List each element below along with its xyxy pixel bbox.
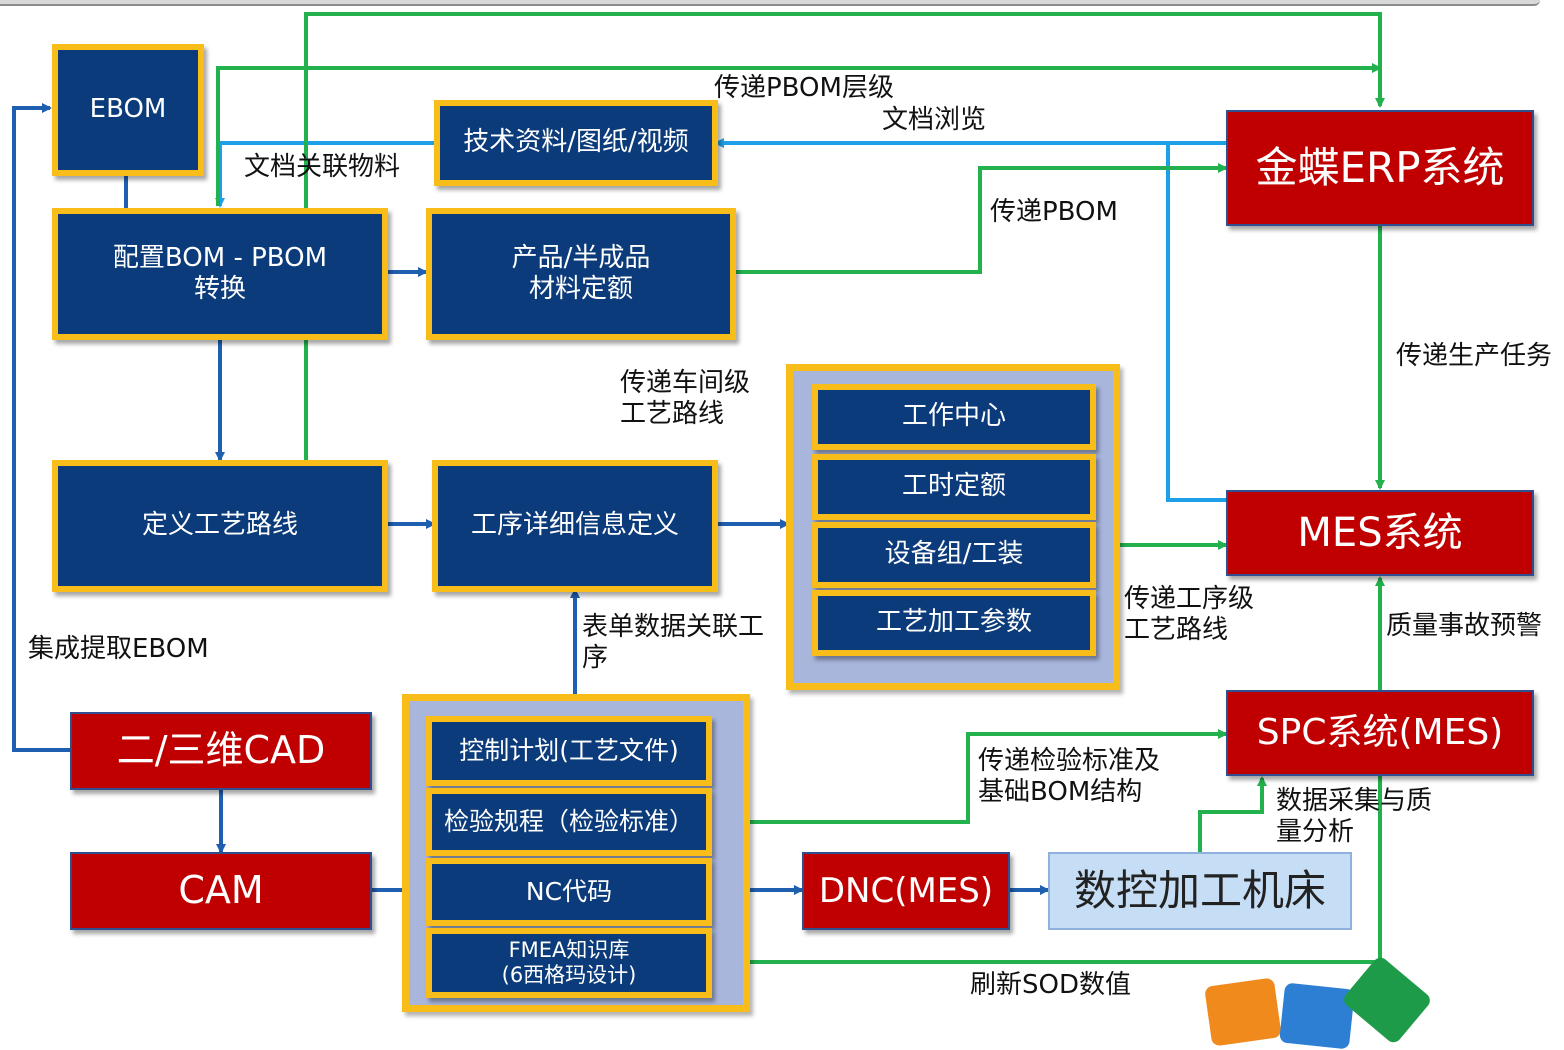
- arrow-quota-to-erp: [734, 163, 1228, 274]
- labor-hours-box: 工时定额: [812, 454, 1096, 520]
- label-form-link: 表单数据关联工 序: [582, 612, 765, 673]
- inspection-box: 检验规程（检验标准）: [426, 788, 712, 856]
- label-process-route: 传递工序级 工艺路线: [1124, 584, 1255, 645]
- arrow-machine-to-spc: [1198, 776, 1267, 852]
- label-integrate-ebom: 集成提取EBOM: [28, 634, 209, 664]
- cnc-machine-box: 数控加工机床: [1048, 852, 1352, 930]
- label-doc-browse: 文档浏览: [882, 105, 987, 135]
- line-docs-to-mes: [1166, 143, 1228, 502]
- process-params-box: 工艺加工参数: [812, 590, 1096, 656]
- label-prod-task: 传递生产任务: [1396, 341, 1553, 371]
- label-inspection-std: 传递检验标准及 基础BOM结构: [978, 746, 1161, 807]
- label-send-pbom: 传递PBOM: [990, 197, 1118, 227]
- arrow-inspection-to-spc: [710, 729, 1228, 824]
- nc-code-box: NC代码: [426, 858, 712, 926]
- label-workshop-route: 传递车间级 工艺路线: [620, 368, 751, 429]
- cam-box: CAM: [70, 852, 372, 930]
- mes-system-box: MES系统: [1226, 490, 1534, 576]
- erp-system-box: 金蝶ERP系统: [1226, 110, 1534, 226]
- process-detail-box: 工序详细信息定义: [432, 460, 718, 592]
- ebom-box: EBOM: [52, 44, 204, 176]
- control-plan-box: 控制计划(工艺文件): [426, 716, 712, 786]
- work-center-box: 工作中心: [812, 384, 1096, 450]
- top-divider: [0, 0, 1540, 6]
- cad-box: 二/三维CAD: [70, 712, 372, 790]
- label-doc-material: 文档关联物料: [244, 152, 401, 182]
- label-data-collect: 数据采集与质 量分析: [1276, 786, 1433, 847]
- tech-docs-box: 技术资料/图纸/视频: [434, 100, 718, 186]
- arrow-cad-to-ebom: [12, 103, 72, 752]
- material-quota-box: 产品/半成品 材料定额: [426, 208, 736, 340]
- app-logo-blue: [1279, 982, 1355, 1050]
- label-quality-alert: 质量事故预警: [1386, 611, 1543, 641]
- arrow-pbom-level-to-erp: [216, 63, 1382, 206]
- equipment-box: 设备组/工装: [812, 522, 1096, 588]
- define-route-box: 定义工艺路线: [52, 460, 388, 592]
- label-refresh-sod: 刷新SOD数值: [970, 970, 1131, 1000]
- app-logo-orange: [1204, 977, 1282, 1047]
- label-pbom-level: 传递PBOM层级: [714, 73, 894, 103]
- spc-system-box: SPC系统(MES): [1226, 690, 1534, 776]
- dnc-box: DNC(MES): [802, 852, 1010, 930]
- pbom-convert-box: 配置BOM - PBOM 转换: [52, 208, 388, 340]
- fmea-box: FMEA知识库 (6西格玛设计): [426, 928, 712, 998]
